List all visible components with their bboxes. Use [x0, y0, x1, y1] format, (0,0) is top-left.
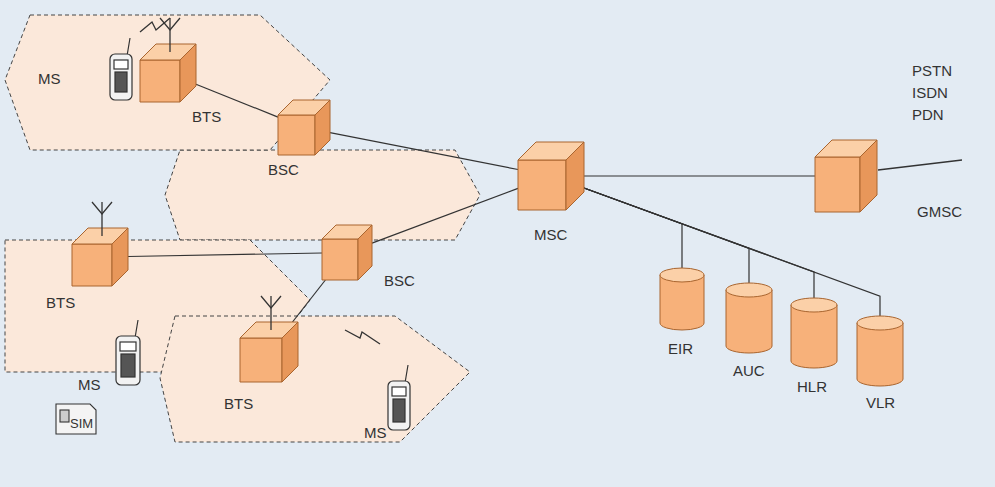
radio-link-symbol [345, 330, 380, 344]
node-label: BTS [192, 108, 221, 125]
database-cylinder: VLR [857, 316, 903, 386]
node-icon [518, 142, 584, 210]
node-label: BTS [224, 395, 253, 412]
network-link [584, 175, 815, 176]
radio-cell [160, 316, 470, 442]
node-label: BTS [46, 294, 75, 311]
network-link [584, 188, 749, 284]
network-element: GMSC [815, 140, 877, 212]
node-label: BSC [268, 161, 299, 178]
database-cylinder: EIR [660, 268, 704, 330]
network-link [128, 253, 322, 257]
node-label: MS [38, 70, 61, 87]
network-element: BTS [72, 228, 128, 286]
node-label: SIM [70, 417, 93, 431]
network-element: MSC [518, 142, 584, 210]
node-icon [815, 140, 877, 212]
node-label: MSC [534, 226, 567, 243]
network-name: PSTN [912, 62, 952, 79]
node-icon [110, 48, 132, 100]
network-element: BSC [322, 225, 372, 280]
network-name: PDN [912, 106, 944, 123]
node-icon [72, 228, 128, 286]
network-link [584, 188, 682, 269]
network-link [330, 133, 518, 170]
node-icon [322, 225, 372, 280]
node-icon [791, 298, 837, 368]
network-leader-line [878, 160, 962, 170]
node-label: VLR [866, 394, 895, 411]
network-link [372, 188, 518, 243]
network-element: BTS [240, 322, 298, 382]
node-label: BSC [384, 272, 415, 289]
node-label: HLR [797, 378, 827, 395]
node-icon [660, 268, 704, 330]
network-element: BSC [278, 100, 330, 155]
mobile-station: MS [110, 48, 132, 100]
node-label: AUC [733, 362, 765, 379]
node-icon [857, 316, 903, 386]
mobile-station: MS [388, 375, 410, 430]
node-label: EIR [668, 340, 693, 357]
network-element: BTS [140, 44, 196, 102]
database-cylinder: AUC [726, 283, 772, 353]
network-name: ISDN [912, 84, 948, 101]
node-label: MS [364, 424, 387, 441]
sim-card: SIM [56, 404, 96, 434]
node-label: GMSC [917, 203, 962, 220]
node-icon [278, 100, 330, 155]
radio-cell [165, 150, 480, 240]
node-icon [388, 375, 410, 430]
node-icon [140, 44, 196, 102]
node-icon [116, 330, 140, 385]
node-label: MS [78, 376, 101, 393]
database-cylinder: HLR [791, 298, 837, 368]
network-link [293, 280, 326, 322]
node-icon [726, 283, 772, 353]
mobile-station: MS [116, 330, 140, 385]
node-icon [240, 322, 298, 382]
